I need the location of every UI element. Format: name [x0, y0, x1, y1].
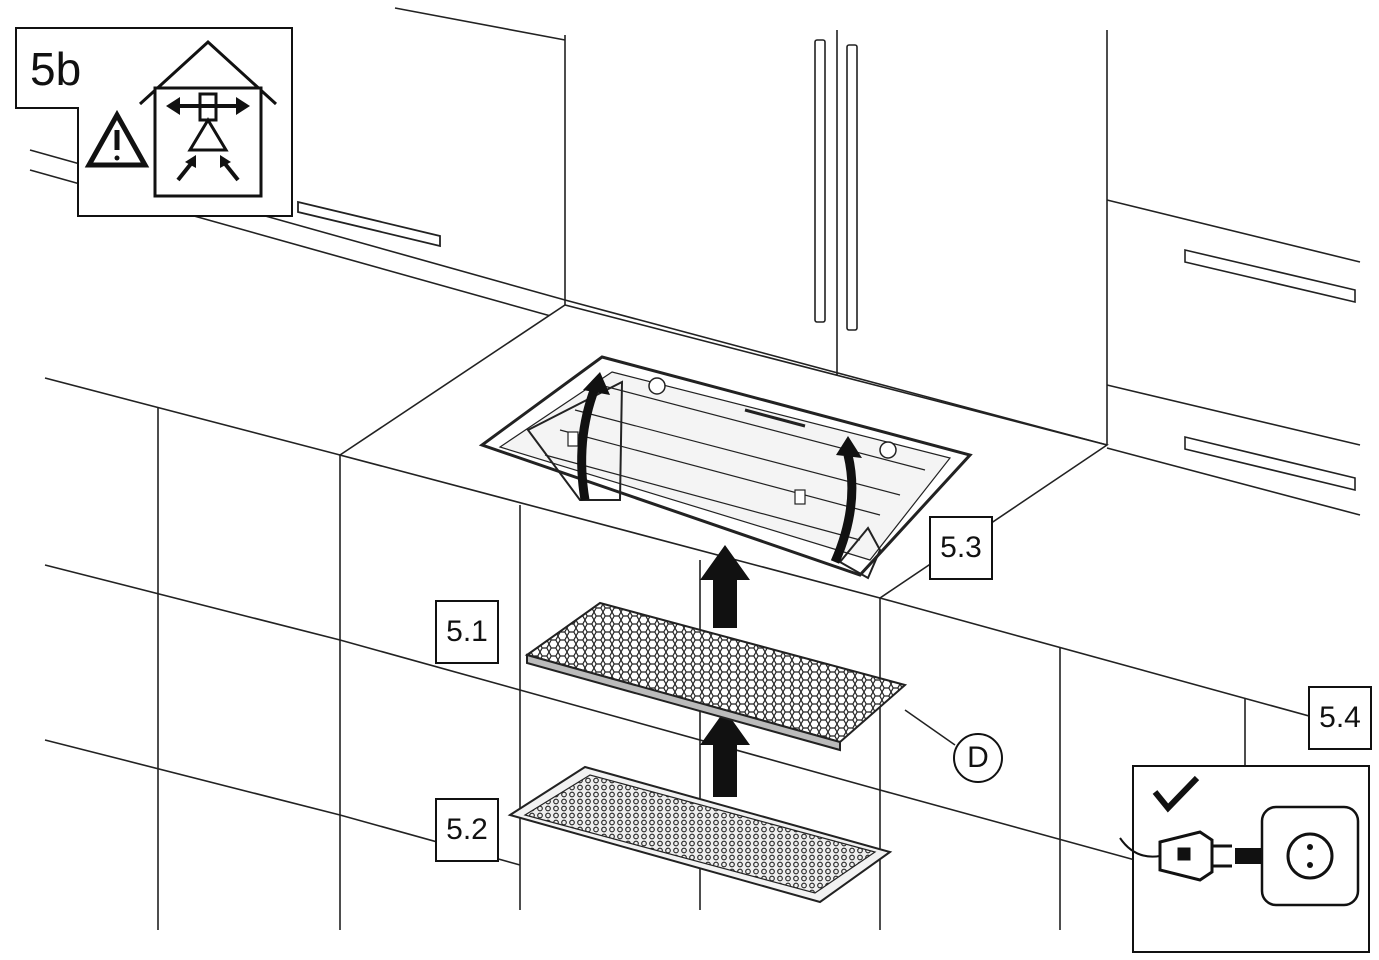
part-label-d: D [953, 733, 1003, 783]
power-plug-icon [1158, 830, 1232, 882]
step-title: 5b [30, 43, 82, 95]
plug-socket-group [1119, 765, 1370, 953]
cabinet-handle [814, 39, 826, 323]
cabinet-handle [297, 200, 441, 248]
step-label-5-2: 5.2 [435, 798, 499, 862]
title-icon-group [15, 27, 293, 217]
leader-line [904, 709, 956, 746]
warning-triangle-icon [84, 109, 150, 168]
up-arrows [700, 545, 750, 797]
hood-light-icon [879, 441, 897, 459]
recirculation-mode-icon [138, 39, 278, 198]
curved-arrow-icon [830, 453, 857, 564]
curved-arrow-icon [577, 386, 600, 501]
step-label-5-1: 5.1 [435, 600, 499, 664]
cabinet-handle [846, 44, 858, 331]
wall-socket-icon [1260, 805, 1360, 907]
cooker-hood [478, 355, 973, 580]
step-label-5-4: 5.4 [1308, 686, 1372, 750]
step-label-5-3: 5.3 [929, 516, 993, 580]
cabinet-handle [1184, 248, 1356, 304]
grease-filter [524, 601, 956, 752]
hood-light-icon [648, 377, 666, 395]
cabinet-handle [1184, 435, 1356, 492]
step-header: 5b [16, 28, 292, 216]
checkmark-icon [1152, 775, 1200, 813]
carbon-filter [507, 765, 893, 904]
